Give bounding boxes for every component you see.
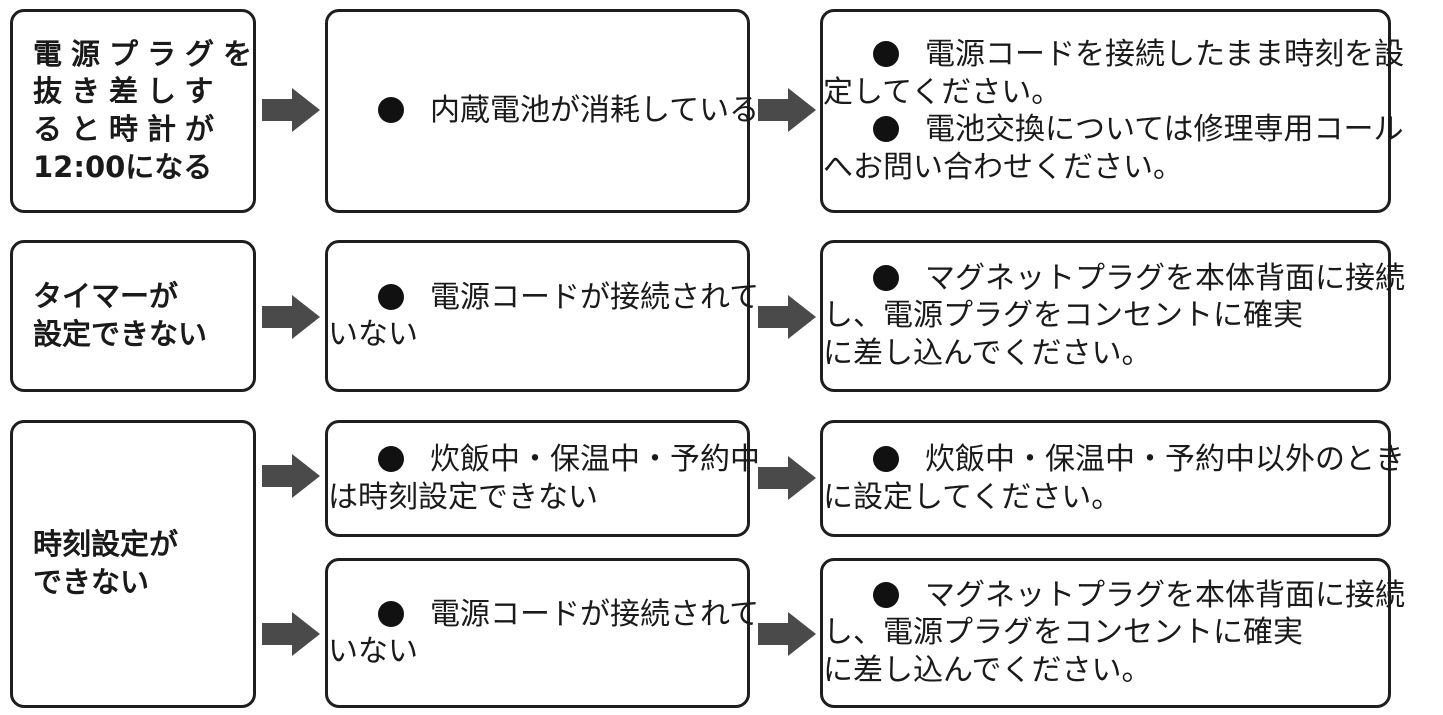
cause-text: 炊飯中・保温中・予約中: [378, 441, 760, 479]
remedy-text: に設定してください。: [823, 479, 1122, 515]
problem-box-clock-reset: 電源プラグを 抜き差しす ると時計が 12:00になる: [10, 9, 256, 213]
bullet-icon: [378, 600, 404, 627]
remedy-box-clock-reset: 電源コードを接続したまま時刻を設 定してください。 電池交換については修理専用コ…: [820, 9, 1404, 213]
cause-text: いない: [328, 317, 418, 352]
cause-text: は時刻設定できない: [328, 479, 598, 515]
right-arrow-icon: [758, 88, 816, 132]
remedy-text: に差し込んでください。: [823, 335, 1152, 371]
problem-text: 設定できない: [33, 317, 208, 351]
problem-text: できない: [33, 565, 150, 599]
right-arrow-icon: [262, 295, 320, 339]
problem-text: タイマーが: [33, 279, 179, 314]
remedy-box-connect-plug: マグネットプラグを本体背面に接続 し、電源プラグをコンセントに確実 に差し込んで…: [820, 240, 1405, 392]
right-arrow-icon: [758, 612, 816, 656]
right-arrow-icon: [262, 454, 320, 498]
bullet-icon: [873, 41, 899, 67]
bullet-icon: [378, 97, 404, 124]
remedy-box-connect-plug-2: マグネットプラグを本体背面に接続 し、電源プラグをコンセントに確実 に差し込んで…: [820, 558, 1405, 708]
problem-box-time-setting: 時刻設定が できない: [10, 420, 256, 708]
remedy-text: 電池交換については修理専用コール: [873, 111, 1404, 149]
right-arrow-icon: [262, 612, 320, 656]
right-arrow-icon: [758, 295, 816, 339]
cause-text: いない: [328, 634, 418, 669]
bullet-icon: [378, 283, 404, 310]
remedy-text: し、電源プラグをコンセントに確実: [823, 298, 1303, 334]
cause-text: 内蔵電池が消耗している: [378, 92, 759, 130]
cause-text: 電源コードが接続されて: [378, 596, 759, 634]
remedy-text: 電源コードを接続したまま時刻を設: [873, 36, 1404, 74]
remedy-box-set-when-idle: 炊飯中・保温中・予約中以外のとき に設定してください。: [820, 420, 1405, 537]
bullet-icon: [873, 446, 899, 472]
remedy-text: マグネットプラグを本体背面に接続: [873, 577, 1405, 615]
bullet-icon: [378, 446, 404, 472]
problem-text: ると時計が: [33, 112, 224, 146]
remedy-text: 定してください。: [823, 74, 1062, 110]
remedy-text: 炊飯中・保温中・予約中以外のとき: [873, 441, 1405, 479]
cause-box-cooking-mode: 炊飯中・保温中・予約中 は時刻設定できない: [325, 420, 760, 537]
problem-text: 時刻設定が: [33, 527, 179, 562]
cause-box-cord-not-connected-2: 電源コードが接続されて いない: [325, 558, 759, 708]
right-arrow-icon: [262, 88, 320, 132]
problem-text: 抜き差しす: [33, 74, 223, 109]
remedy-text: へお問い合わせください。: [823, 149, 1183, 185]
remedy-text: マグネットプラグを本体背面に接続: [873, 260, 1405, 298]
remedy-text: に差し込んでください。: [823, 652, 1152, 688]
cause-box-cord-not-connected: 電源コードが接続されて いない: [325, 240, 759, 392]
problem-box-timer: タイマーが 設定できない: [10, 240, 256, 392]
problem-text: 電源プラグを: [33, 36, 262, 71]
problem-text: 12:00になる: [33, 149, 213, 184]
right-arrow-icon: [758, 456, 816, 500]
bullet-icon: [873, 264, 899, 291]
remedy-text: し、電源プラグをコンセントに確実: [823, 615, 1303, 651]
bullet-icon: [873, 581, 899, 608]
cause-box-battery: 内蔵電池が消耗している: [325, 9, 759, 213]
bullet-icon: [873, 116, 899, 142]
cause-text: 電源コードが接続されて: [378, 279, 759, 317]
